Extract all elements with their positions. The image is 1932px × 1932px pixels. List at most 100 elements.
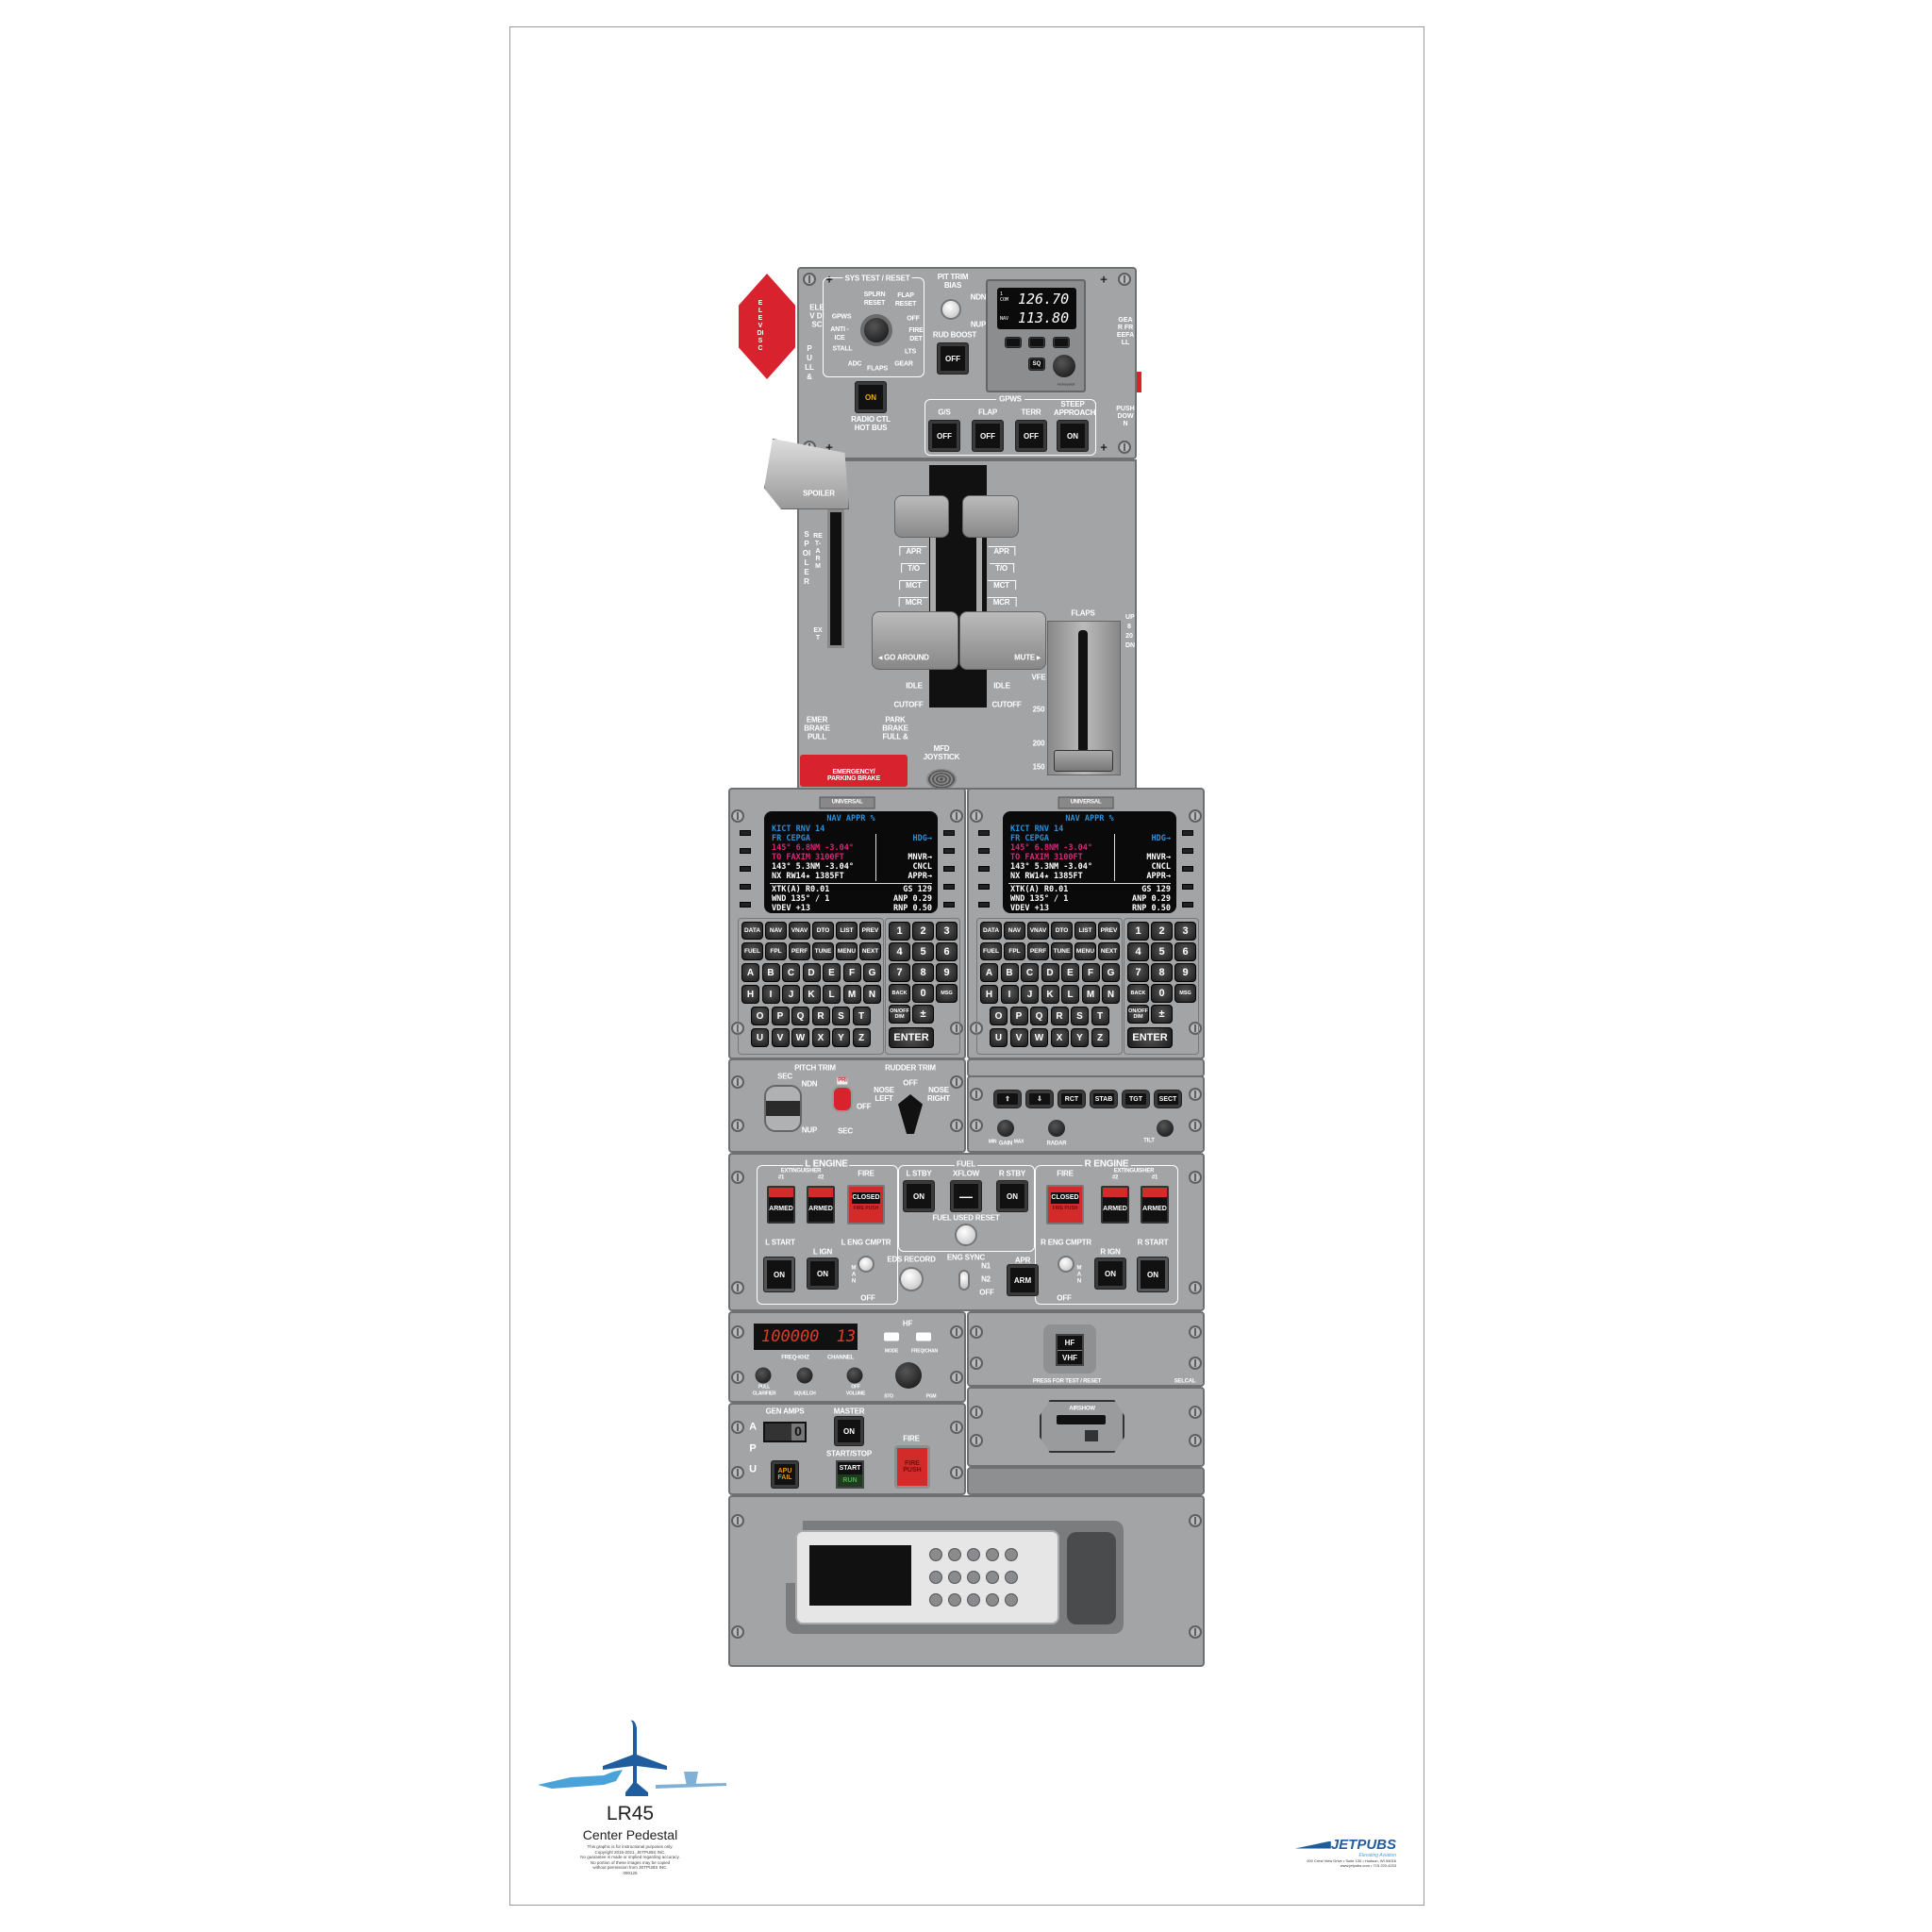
fms-key-c[interactable]: C: [782, 963, 800, 982]
fms-key-tune[interactable]: TUNE: [812, 942, 834, 960]
satphone-key[interactable]: [948, 1548, 961, 1561]
fms-key-t[interactable]: T: [1091, 1007, 1109, 1025]
apr-arm-button[interactable]: ARM: [1008, 1265, 1038, 1295]
fms-key-u[interactable]: U: [751, 1028, 769, 1047]
fms-key-v[interactable]: V: [1009, 1028, 1028, 1047]
fms-key-data[interactable]: DATA: [980, 922, 1002, 940]
sys-test-knob[interactable]: [860, 314, 892, 346]
line-select-key-left[interactable]: [740, 902, 751, 908]
fms-key-w[interactable]: W: [791, 1028, 809, 1047]
fms-key-5[interactable]: 5: [1151, 942, 1173, 961]
fms-right-line[interactable]: APPR→: [908, 872, 932, 881]
line-select-key-left[interactable]: [740, 866, 751, 872]
selcal-test-button[interactable]: HF VHF: [1043, 1324, 1096, 1374]
fms-right-line[interactable]: CNCL: [1151, 862, 1171, 872]
fms-key-enter[interactable]: ENTER: [1127, 1027, 1173, 1048]
r-ext2-armed-button[interactable]: ARMED: [1101, 1186, 1129, 1224]
fms-key-next[interactable]: NEXT: [859, 942, 881, 960]
sq-button[interactable]: SQ: [1029, 358, 1044, 370]
tilt-knob[interactable]: [1157, 1120, 1174, 1137]
fms-key-t[interactable]: T: [852, 1007, 871, 1025]
fms-key-8[interactable]: 8: [1151, 963, 1173, 982]
fms-key-5[interactable]: 5: [912, 942, 934, 961]
fms-key-nav[interactable]: NAV: [1004, 922, 1025, 940]
gpws-steep-button[interactable]: ON: [1058, 421, 1088, 451]
fms-key-0[interactable]: 0: [1151, 984, 1173, 1003]
fms-key-list[interactable]: LIST: [836, 922, 858, 940]
fms-key--[interactable]: ±: [1151, 1005, 1173, 1024]
r-ext1-armed-button[interactable]: ARMED: [1141, 1186, 1169, 1224]
line-select-key-right[interactable]: [943, 866, 955, 872]
fms-key-h[interactable]: H: [741, 985, 759, 1004]
fms-key-on-off-dim[interactable]: ON/OFF DIM: [1127, 1005, 1149, 1024]
satphone-key[interactable]: [948, 1593, 961, 1607]
pitch-trim-pri-switch[interactable]: [832, 1086, 853, 1112]
fms-right-line[interactable]: HDG→: [912, 834, 932, 843]
fms-key-b[interactable]: B: [761, 963, 780, 982]
fms-key-w[interactable]: W: [1030, 1028, 1048, 1047]
satphone-key[interactable]: [929, 1548, 942, 1561]
fms-key-2[interactable]: 2: [912, 922, 934, 941]
fms-key-n[interactable]: N: [1102, 985, 1120, 1004]
radar-button-4[interactable]: TGT: [1123, 1091, 1149, 1108]
fms-key-7[interactable]: 7: [1127, 963, 1149, 982]
fms-key-s[interactable]: S: [1071, 1007, 1089, 1025]
r-ign-button[interactable]: ON: [1095, 1258, 1125, 1289]
radar-button-3[interactable]: STAB: [1091, 1091, 1117, 1108]
line-select-key-right[interactable]: [1182, 866, 1193, 872]
line-select-key-left[interactable]: [978, 902, 990, 908]
fms-key-e[interactable]: E: [1061, 963, 1079, 982]
fms-key-menu[interactable]: MENU: [1074, 942, 1096, 960]
spoiler-track[interactable]: [827, 509, 844, 648]
line-select-key-left[interactable]: [978, 848, 990, 854]
fms-key-vnav[interactable]: VNAV: [789, 922, 810, 940]
fms-key-msg[interactable]: MSG: [1174, 984, 1196, 1003]
mfd-joystick[interactable]: [926, 769, 957, 790]
fms-key-fuel[interactable]: FUEL: [980, 942, 1002, 960]
go-around-button[interactable]: ◂ GO AROUND: [878, 653, 929, 662]
fms-right-line[interactable]: APPR→: [1146, 872, 1171, 881]
satphone-key[interactable]: [986, 1571, 999, 1584]
fms-key-j[interactable]: J: [782, 985, 800, 1004]
fms-key-h[interactable]: H: [980, 985, 998, 1004]
radio-button-2[interactable]: [1029, 338, 1044, 347]
fms-key-x[interactable]: X: [811, 1028, 830, 1047]
xflow-button[interactable]: —: [951, 1181, 981, 1211]
line-select-key-left[interactable]: [978, 866, 990, 872]
fms-key-l[interactable]: L: [1061, 985, 1079, 1004]
r-eng-cmptr-switch[interactable]: [1058, 1256, 1074, 1273]
line-select-key-right[interactable]: [943, 830, 955, 836]
fms-key-fpl[interactable]: FPL: [1004, 942, 1025, 960]
l-stby-button[interactable]: ON: [904, 1181, 934, 1211]
apu-fire-button[interactable]: FIRE PUSH: [894, 1445, 930, 1489]
fms-key-p[interactable]: P: [1009, 1007, 1028, 1025]
fms-key-4[interactable]: 4: [1127, 942, 1149, 961]
l-ign-button[interactable]: ON: [808, 1258, 838, 1289]
fms-key-d[interactable]: D: [802, 963, 821, 982]
fms-key-0[interactable]: 0: [912, 984, 934, 1003]
radio-button-3[interactable]: [1054, 338, 1069, 347]
line-select-key-right[interactable]: [943, 848, 955, 854]
fms-key-l[interactable]: L: [823, 985, 841, 1004]
satphone-key[interactable]: [929, 1571, 942, 1584]
fms-key-a[interactable]: A: [980, 963, 998, 982]
fms-key-3[interactable]: 3: [1174, 922, 1196, 941]
volume-knob[interactable]: [846, 1367, 863, 1384]
fms-key-list[interactable]: LIST: [1074, 922, 1096, 940]
fms-key-g[interactable]: G: [863, 963, 881, 982]
fms-key-fpl[interactable]: FPL: [765, 942, 787, 960]
fms-key-back[interactable]: BACK: [1127, 984, 1149, 1003]
radar-button-2[interactable]: RCT: [1058, 1091, 1085, 1108]
fms-key-m[interactable]: M: [842, 985, 861, 1004]
left-throttle-lever[interactable]: [872, 611, 958, 670]
satphone-key[interactable]: [967, 1548, 980, 1561]
satphone-key[interactable]: [967, 1571, 980, 1584]
fms-key-dto[interactable]: DTO: [812, 922, 834, 940]
fms-key-z[interactable]: Z: [1091, 1028, 1109, 1047]
radio-ctl-hot-bus-button[interactable]: ON: [856, 382, 886, 412]
fms-key-q[interactable]: Q: [1030, 1007, 1048, 1025]
pitch-trim-switch[interactable]: [764, 1085, 802, 1132]
hf-tune-knob[interactable]: [895, 1362, 922, 1389]
